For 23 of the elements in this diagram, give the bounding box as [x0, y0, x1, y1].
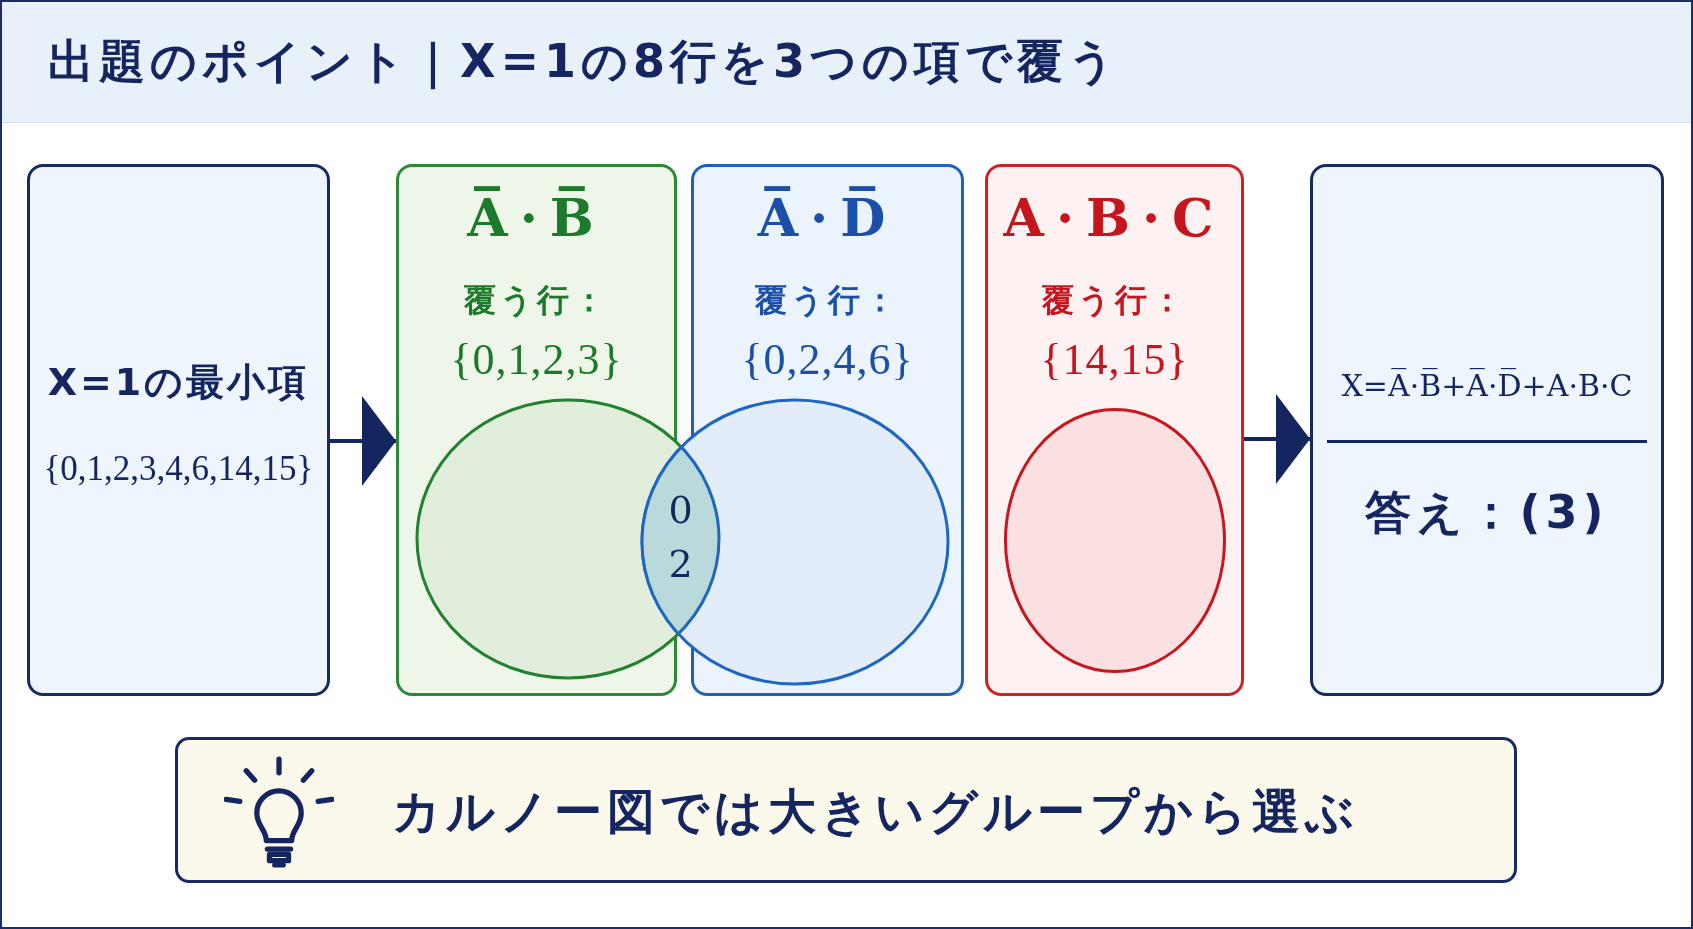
arrow [330, 396, 396, 486]
formula-text: X=A̅·B̅+A̅·D̅+A·B·C [1341, 368, 1633, 404]
info-card [27, 164, 330, 696]
term-formula: A̅·D̅ [757, 186, 898, 250]
number-set: {0,1,2,3} [450, 333, 623, 386]
label-text: 覆う行： [464, 280, 609, 320]
label-text: 覆う行： [1042, 280, 1187, 320]
set-ellipse [1004, 408, 1226, 673]
term-formula: A̅·B̅ [467, 186, 606, 250]
number-set: {0,2,4,6} [741, 333, 914, 386]
answer-text: 答え：(3) [1365, 485, 1609, 541]
term-card [985, 164, 1244, 696]
label-text: 覆う行： [755, 280, 900, 320]
overlap-numbers: 0 2 [668, 487, 693, 588]
tip-text: カルノー図では大きいグループから選ぶ [392, 783, 1359, 841]
heading-text: X=1の最小項 [47, 360, 310, 406]
arrow [1244, 394, 1310, 484]
tip-banner [175, 737, 1517, 883]
number-set: {14,15} [1040, 333, 1189, 386]
term-formula: A·B·C [1003, 186, 1226, 250]
number-set: {0,1,2,3,4,6,14,15} [43, 448, 314, 490]
result-card [1310, 164, 1664, 696]
title-text: 出題のポイント｜X=1の8行を3つの項で覆う [48, 33, 1121, 92]
